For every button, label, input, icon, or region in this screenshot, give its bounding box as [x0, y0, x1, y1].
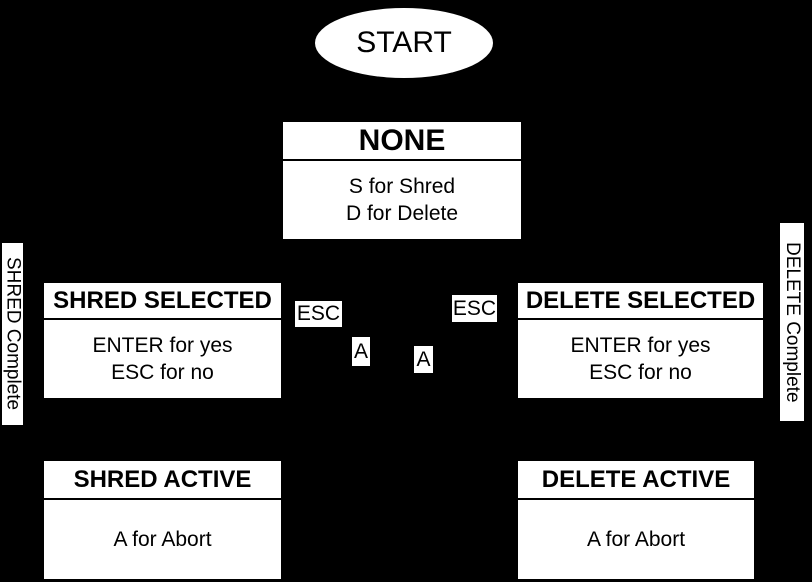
state-shred-selected-title: SHRED SELECTED [44, 283, 281, 320]
state-shred-selected-body: ENTER for yes ESC for no [44, 320, 281, 398]
state-shred-active-body: A for Abort [44, 500, 281, 579]
state-delete-active-body: A for Abort [518, 500, 754, 579]
edge-label-a-left: A [352, 337, 370, 366]
state-none: NONE S for Shred D for Delete [283, 122, 521, 239]
state-delete-active-line-1: A for Abort [586, 528, 686, 551]
edge-label-esc-left: ESC [295, 301, 342, 327]
start-node-label: START [356, 26, 452, 59]
state-delete-active: DELETE ACTIVE A for Abort [518, 461, 754, 579]
state-shred-active-line-1: A for Abort [113, 528, 212, 551]
state-delete-selected-line-2: ESC for no [589, 361, 692, 384]
state-none-line-2: D for Delete [345, 202, 459, 225]
start-node: START [315, 8, 493, 78]
edge-label-a-right: A [414, 346, 433, 373]
state-none-title: NONE [283, 122, 521, 161]
state-shred-selected-line-1: ENTER for yes [92, 334, 233, 357]
state-shred-selected: SHRED SELECTED ENTER for yes ESC for no [44, 283, 281, 398]
state-delete-selected-line-1: ENTER for yes [570, 334, 711, 357]
state-none-body: S for Shred D for Delete [283, 161, 521, 239]
edge-label-delete-complete: DELETE Complete [780, 223, 804, 421]
state-shred-selected-line-2: ESC for no [111, 361, 214, 384]
edge-label-shred-complete: SHRED Complete [2, 243, 24, 425]
edge-label-esc-right: ESC [452, 295, 497, 322]
state-delete-active-title: DELETE ACTIVE [518, 461, 754, 500]
state-delete-selected-body: ENTER for yes ESC for no [518, 320, 763, 398]
state-shred-active-title: SHRED ACTIVE [44, 461, 281, 500]
state-delete-selected: DELETE SELECTED ENTER for yes ESC for no [518, 283, 763, 398]
state-shred-active: SHRED ACTIVE A for Abort [44, 461, 281, 579]
state-delete-selected-title: DELETE SELECTED [518, 283, 763, 320]
state-none-line-1: S for Shred [348, 175, 456, 198]
